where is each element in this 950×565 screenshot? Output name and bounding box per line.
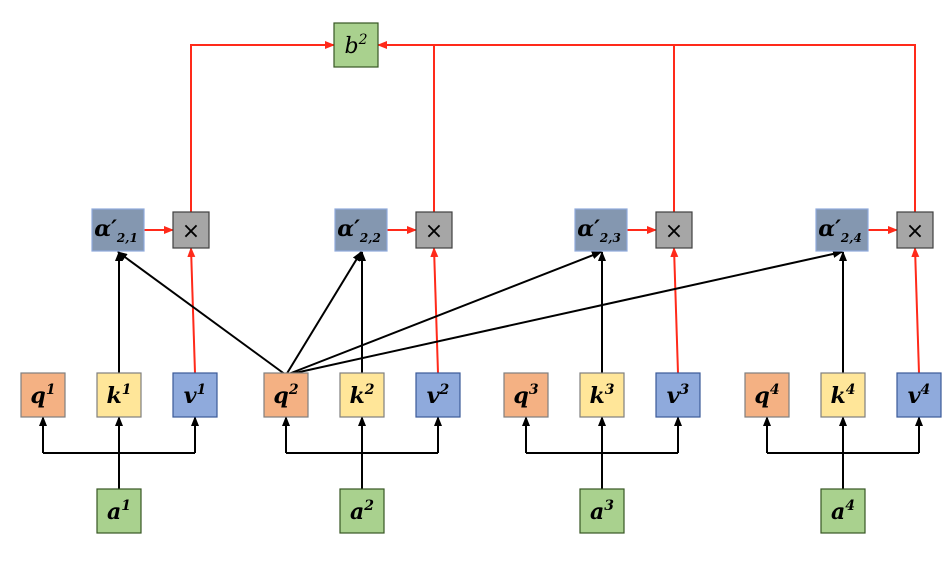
edge-mult4-to-b2	[377, 41, 916, 212]
q3-box	[503, 372, 549, 418]
k3-label: k3	[590, 382, 615, 409]
b2-label: b2	[344, 32, 367, 59]
v1-box	[172, 372, 218, 418]
q2-label: q2	[273, 382, 298, 409]
edge-q2-to-alpha-2-2	[285, 251, 362, 376]
mult-1-label: ×	[182, 219, 200, 244]
v3-box	[655, 372, 701, 418]
mult-1-box	[172, 211, 210, 249]
alpha-2-2-label: α′2,2	[337, 216, 381, 245]
a4-label: a4	[831, 498, 855, 525]
edge-q2-to-alpha-2-1	[117, 251, 287, 376]
v2-box	[415, 372, 461, 418]
alpha-2-1-label: α′2,1	[94, 216, 138, 245]
a1-box	[96, 488, 142, 534]
v4-box	[896, 372, 942, 418]
alpha-2-2-box	[334, 208, 388, 252]
q4-box	[744, 372, 790, 418]
mult-4-label: ×	[906, 219, 924, 244]
edge-v4-to-mult	[911, 247, 920, 374]
v3-label: v3	[667, 382, 690, 409]
mult-3-box	[655, 211, 693, 249]
k4-label: k4	[831, 382, 856, 409]
k1-label: k1	[107, 382, 132, 409]
q4-label: q4	[754, 382, 779, 409]
alpha-2-3-box	[574, 208, 628, 252]
mult-3-label: ×	[665, 219, 683, 244]
alpha-2-4-box	[815, 208, 869, 252]
a1-label: a1	[107, 498, 131, 525]
k3-box	[579, 372, 625, 418]
mult-4-box	[896, 211, 934, 249]
k2-label: k2	[350, 382, 375, 409]
a4-box	[820, 488, 866, 534]
edge-q2-to-alpha-2-4	[285, 250, 843, 376]
v4-label: v4	[908, 382, 931, 409]
k4-box	[820, 372, 866, 418]
edge-q2-to-alpha-2-3	[285, 251, 602, 376]
k1-box	[96, 372, 142, 418]
q2-box	[263, 372, 309, 418]
a2-box	[339, 488, 385, 534]
mult-2-box	[415, 211, 453, 249]
v2-label: v2	[427, 382, 450, 409]
alpha-2-4-label: α′2,4	[818, 216, 862, 245]
a3-box	[579, 488, 625, 534]
edge-v2-to-mult	[430, 247, 439, 374]
a2-label: a2	[350, 498, 374, 525]
b2-box	[333, 22, 379, 68]
edge-v3-to-mult	[670, 247, 679, 374]
edge-v1-to-mult	[187, 247, 196, 374]
k2-box	[339, 372, 385, 418]
alpha-2-1-box	[91, 208, 145, 252]
edge-mult1-to-b2	[190, 41, 335, 212]
a3-label: a3	[590, 498, 614, 525]
mult-2-label: ×	[425, 219, 443, 244]
q3-label: q3	[513, 382, 538, 409]
q1-label: q1	[30, 382, 55, 409]
alpha-2-3-label: α′2,3	[577, 216, 621, 245]
q1-box	[20, 372, 66, 418]
v1-label: v1	[184, 382, 207, 409]
